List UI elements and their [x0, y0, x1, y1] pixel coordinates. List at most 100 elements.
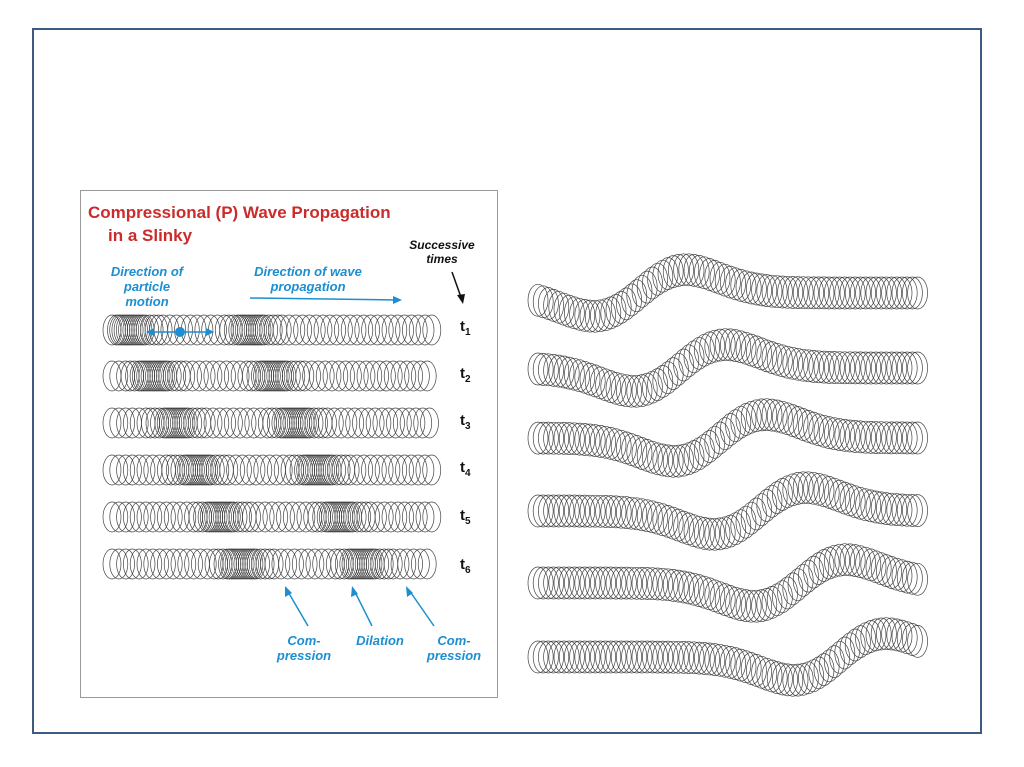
coil-loop: [570, 641, 590, 673]
coil-loop: [876, 277, 896, 309]
coil-loop: [642, 501, 662, 533]
coil-loop: [861, 277, 881, 309]
coil-loop: [897, 277, 917, 309]
coil-loop: [804, 472, 824, 504]
coil-loop: [752, 274, 772, 306]
coil-loop: [632, 641, 652, 673]
coil-loop: [611, 374, 631, 406]
coil-loop: [845, 545, 865, 577]
coil-loop: [533, 495, 553, 527]
coil-loop: [788, 472, 808, 504]
coil-loop: [840, 420, 860, 452]
coil-loop: [648, 502, 668, 534]
coil-loop: [830, 352, 850, 384]
coil-loop: [559, 495, 579, 527]
coil-loop: [835, 352, 855, 384]
coil-loop: [689, 642, 709, 674]
coil-loop: [876, 422, 896, 454]
s-wave-slinky-row-6: [528, 618, 928, 697]
coil-loop: [871, 618, 891, 650]
coil-loop: [908, 495, 928, 527]
coil-loop: [856, 277, 876, 309]
coil-loop: [616, 375, 636, 407]
particle-dot: [175, 327, 185, 337]
coil-loop: [554, 495, 574, 527]
coil-loop: [840, 633, 860, 665]
coil-loop: [601, 371, 621, 403]
coil-loop: [632, 375, 652, 407]
coil-loop: [658, 362, 678, 394]
coil-loop: [648, 641, 668, 673]
coil-loop: [882, 557, 902, 589]
coil-loop: [757, 658, 777, 690]
coil-loop: [908, 277, 928, 309]
coil-loop: [622, 375, 642, 407]
coil-loop: [731, 331, 751, 363]
coil-loop: [762, 485, 782, 517]
coil-loop: [902, 422, 922, 454]
coil-loop: [850, 277, 870, 309]
coil-loop: [611, 567, 631, 599]
coil-loop: [892, 620, 912, 652]
coil-loop: [585, 495, 605, 527]
p-wave-slinky-row-3: [103, 408, 439, 438]
coil-loop: [720, 414, 740, 446]
coil-loop: [554, 567, 574, 599]
coil-loop: [528, 284, 548, 316]
coil-loop: [653, 568, 673, 600]
wave-direction-label: Direction of wave propagation: [238, 264, 378, 294]
coil-loop: [793, 277, 813, 309]
coil-loop: [533, 422, 553, 454]
coil-loop: [611, 641, 631, 673]
coil-loop: [840, 277, 860, 309]
coil-loop: [668, 445, 688, 477]
coil-loop: [663, 641, 683, 673]
coil-loop: [580, 300, 600, 332]
coil-loop: [533, 353, 553, 385]
coil-loop: [778, 664, 798, 696]
coil-loop: [819, 351, 839, 383]
coil-loop: [788, 664, 808, 696]
coil-loop: [746, 400, 766, 432]
time-label-3: t3: [460, 412, 471, 432]
s-wave-slinky-group: [528, 254, 928, 697]
coil-loop: [887, 494, 907, 526]
coil-loop: [772, 663, 792, 695]
coil-loop: [856, 352, 876, 384]
particle-motion-line3: motion: [92, 294, 202, 309]
coil-loop: [606, 641, 626, 673]
coil-loop: [575, 567, 595, 599]
coil-loop: [622, 567, 642, 599]
coil-loop: [689, 337, 709, 369]
time-label-2: t2: [460, 365, 471, 385]
compression-right-label: Com- pression: [418, 633, 490, 663]
coil-loop: [793, 472, 813, 504]
compression-right-arrow: [409, 590, 434, 626]
coil-loop: [887, 422, 907, 454]
time-label-subscript: 4: [465, 468, 471, 479]
coil-loop: [710, 329, 730, 361]
coil-loop: [559, 357, 579, 389]
coil-loop: [684, 573, 704, 605]
coil-loop: [544, 422, 564, 454]
coil-loop: [559, 641, 579, 673]
successive-times-label: Successive times: [396, 238, 488, 266]
coil-loop: [596, 496, 616, 528]
coil-loop: [835, 419, 855, 451]
coil-loop: [882, 277, 902, 309]
coil-loop: [684, 642, 704, 674]
coil-loop: [627, 567, 647, 599]
compression-right-line2: pression: [418, 648, 490, 663]
coil-loop: [845, 421, 865, 453]
coil-loop: [564, 358, 584, 390]
coil-loop: [622, 641, 642, 673]
coil-loop: [902, 277, 922, 309]
coil-loop: [538, 422, 558, 454]
coil-loop: [601, 567, 621, 599]
coil-loop: [757, 489, 777, 521]
coil-loop: [731, 649, 751, 681]
coil-loop: [809, 473, 829, 505]
s-wave-slinky-row-5: [528, 544, 928, 623]
coil-loop: [720, 646, 740, 678]
time-label-subscript: 2: [465, 374, 471, 385]
